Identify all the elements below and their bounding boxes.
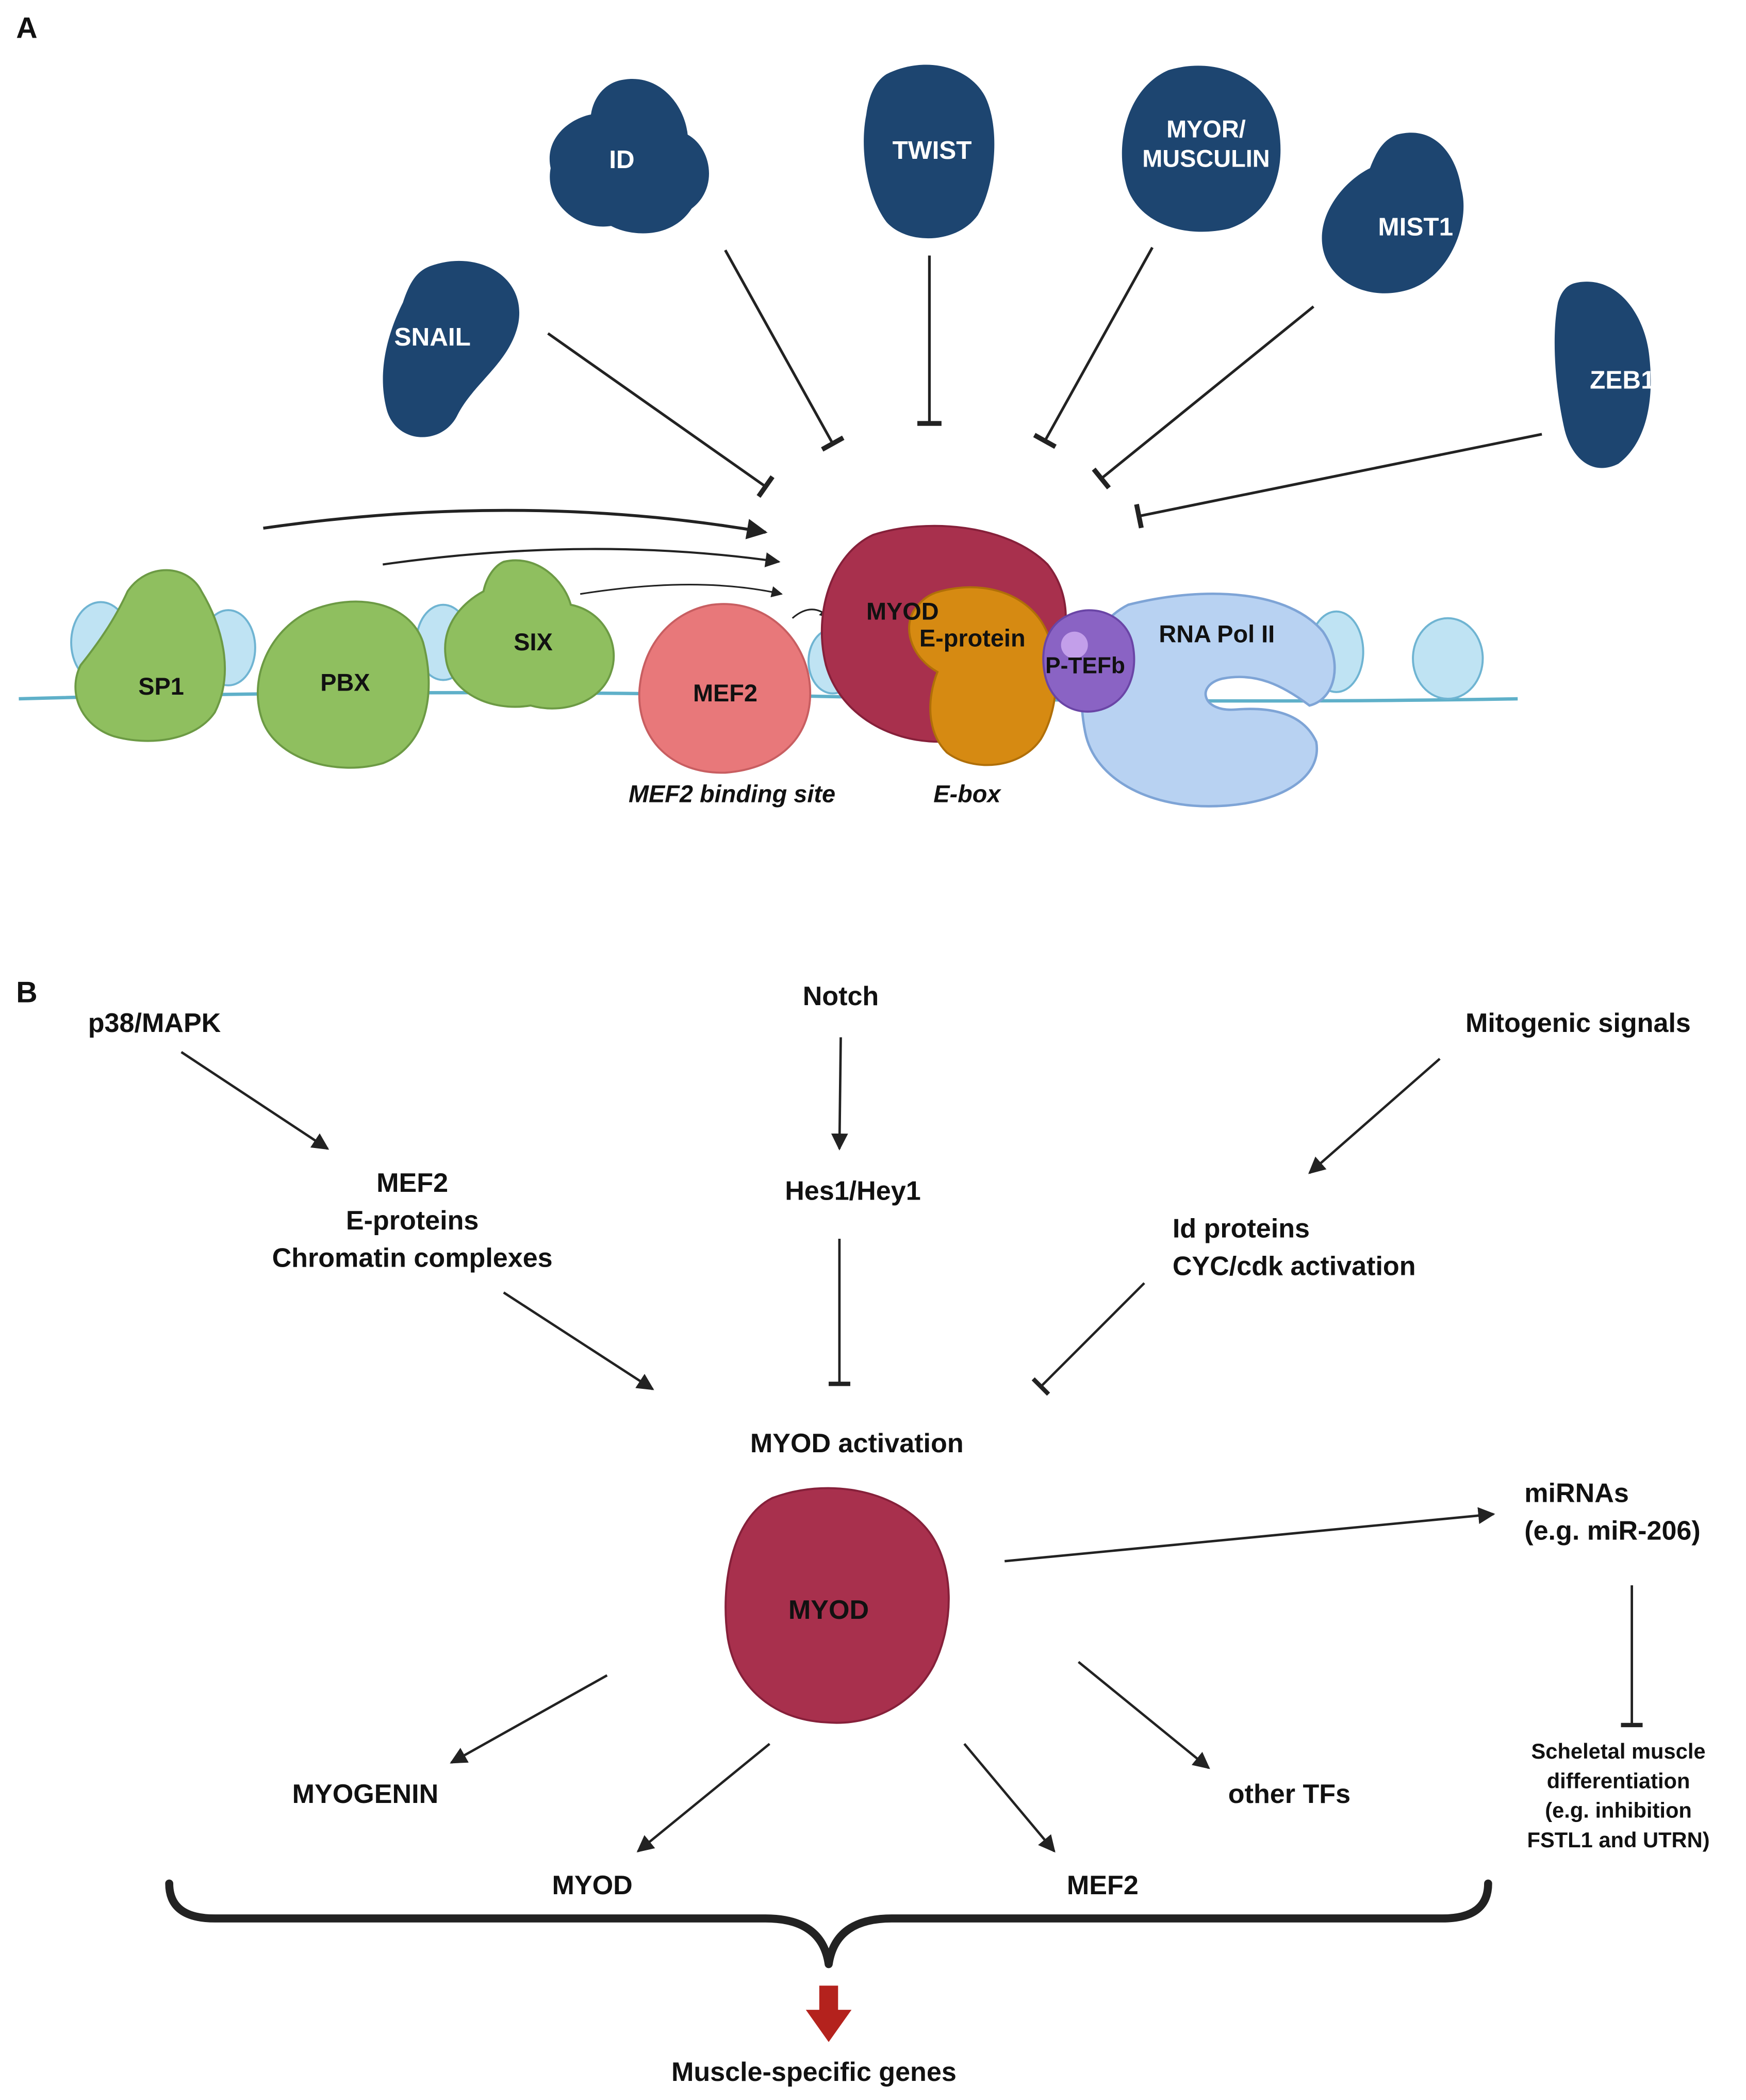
- skeletal-muscle-line2: differentiation: [1547, 1768, 1690, 1793]
- myor-label-line1: MYOR/: [1166, 116, 1246, 142]
- twist-label: TWIST: [893, 136, 972, 165]
- factor-myod-eprotein: MYOD E-protein: [820, 524, 1067, 766]
- pbx-label: PBX: [320, 669, 370, 696]
- skeletal-muscle-line4: FSTL1 and UTRN): [1527, 1828, 1710, 1852]
- mef2-target-label: MEF2: [1067, 1871, 1139, 1900]
- mef2-label: MEF2: [693, 680, 757, 707]
- myod-label: MYOD: [866, 598, 939, 625]
- other-tfs-label: other TFs: [1228, 1779, 1350, 1809]
- factor-pbx: PBX: [257, 600, 430, 769]
- myod-protein: MYOD: [724, 1487, 950, 1724]
- rnapol-label: RNA Pol II: [1159, 621, 1275, 648]
- repressor-twist: TWIST: [864, 64, 995, 239]
- panel-b-letter: B: [16, 976, 37, 1009]
- mir206-label: (e.g. miR-206): [1524, 1516, 1700, 1546]
- red-down-arrow: [805, 1986, 852, 2042]
- p38-mapk-label: p38/MAPK: [88, 1008, 221, 1038]
- mef2-group-line1: MEF2: [376, 1168, 448, 1198]
- six-label: SIX: [514, 629, 553, 655]
- ebox-label: E-box: [933, 781, 1001, 808]
- repressor-zeb1: ZEB1: [1554, 282, 1655, 468]
- cyc-cdk-label: CYC/cdk activation: [1173, 1251, 1416, 1281]
- grouping-brace: [165, 1879, 1492, 1968]
- myor-label-line2: MUSCULIN: [1142, 145, 1270, 172]
- factor-rna-pol-ii: RNA Pol II: [1080, 593, 1336, 808]
- notch-label: Notch: [803, 981, 879, 1011]
- mef2-group-line2: E-proteins: [346, 1206, 479, 1236]
- myogenin-label: MYOGENIN: [292, 1779, 439, 1809]
- factor-mef2: MEF2: [638, 603, 812, 774]
- muscle-specific-genes-label: Muscle-specific genes: [671, 2057, 957, 2087]
- mirnas-label: miRNAs: [1524, 1479, 1629, 1508]
- skeletal-muscle-line1: Scheletal muscle: [1531, 1739, 1706, 1763]
- hes-hey-label: Hes1/Hey1: [785, 1176, 920, 1206]
- repressor-id: ID: [549, 79, 709, 234]
- mef2-site-label: MEF2 binding site: [629, 781, 835, 808]
- mitogenic-signals-label: Mitogenic signals: [1465, 1008, 1691, 1038]
- eprotein-label: E-protein: [919, 625, 1026, 651]
- id-proteins-label: Id proteins: [1173, 1213, 1310, 1243]
- factor-six: SIX: [444, 559, 615, 710]
- mef2-group-line3: Chromatin complexes: [272, 1243, 553, 1273]
- pathway-arrows: [180, 1037, 1643, 1853]
- id-label: ID: [609, 145, 634, 174]
- snail-label: SNAIL: [394, 323, 470, 351]
- myod-activation-label: MYOD activation: [750, 1429, 964, 1458]
- factor-ptefb: P-TEFb: [1042, 609, 1135, 713]
- repressor-myor: MYOR/ MUSCULIN: [1122, 65, 1281, 232]
- repressor-mist1: MIST1: [1322, 133, 1464, 293]
- myod-blob-label: MYOD: [788, 1595, 869, 1625]
- zeb1-label: ZEB1: [1590, 366, 1655, 394]
- ptefb-label: P-TEFb: [1045, 653, 1125, 679]
- panel-a-letter: A: [16, 12, 37, 45]
- myod-target-label: MYOD: [552, 1871, 633, 1900]
- sp1-label: SP1: [138, 673, 184, 700]
- skeletal-muscle-line3: (e.g. inhibition: [1545, 1798, 1692, 1823]
- repressor-snail: SNAIL: [383, 260, 520, 437]
- mist1-label: MIST1: [1378, 212, 1453, 241]
- factor-sp1: SP1: [74, 569, 226, 742]
- inhibition-lines: [547, 247, 1542, 529]
